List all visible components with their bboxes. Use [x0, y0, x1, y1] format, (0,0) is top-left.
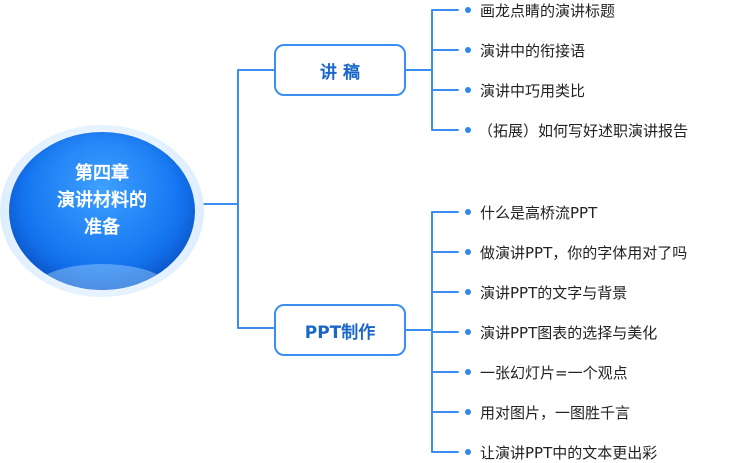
leaf-item[interactable]: 演讲中的衔接语 [480, 42, 586, 60]
leaf-item[interactable]: （拓展）如何写好述职演讲报告 [478, 122, 689, 140]
branch-label: 讲 稿 [320, 62, 360, 83]
branch-label: PPT制作 [304, 322, 376, 343]
root-connector [203, 69, 275, 329]
root-glow [29, 264, 175, 290]
leaf-item[interactable]: 一张幻灯片=一个观点 [480, 364, 628, 382]
leaf-item[interactable]: 演讲PPT图表的选择与美化 [480, 324, 658, 342]
branch-node-ppt[interactable]: PPT制作 [274, 304, 406, 356]
leaf-item[interactable]: 什么是高桥流PPT [480, 204, 598, 222]
root-title-line: 第四章 [75, 163, 129, 184]
bullet-dot-icon [465, 209, 471, 215]
branch-node-jianggao[interactable]: 讲 稿 [274, 44, 406, 96]
root-title-line: 演讲材料的 [57, 190, 147, 211]
bullet-dot-icon [465, 369, 471, 375]
bullet-dot-icon [465, 7, 471, 13]
branch-1-connector [405, 9, 459, 131]
root-title-line: 准备 [84, 217, 120, 238]
leaf-item[interactable]: 让演讲PPT中的文本更出彩 [480, 444, 658, 462]
leaf-item[interactable]: 演讲中巧用类比 [480, 82, 586, 100]
bullet-dot-icon [465, 87, 471, 93]
root-title: 第四章 演讲材料的 准备 [9, 160, 195, 241]
leaf-item[interactable]: 画龙点睛的演讲标题 [480, 2, 616, 20]
root-node[interactable]: 第四章 演讲材料的 准备 [9, 132, 195, 290]
bullet-dot-icon [465, 249, 471, 255]
leaf-item[interactable]: 演讲PPT的文字与背景 [480, 284, 628, 302]
leaf-item[interactable]: 做演讲PPT，你的字体用对了吗 [480, 244, 688, 262]
branch-2-connector [405, 211, 459, 453]
leaf-item[interactable]: 用对图片，一图胜千言 [480, 404, 631, 422]
bullet-dot-icon [465, 449, 471, 455]
bullet-dot-icon [465, 127, 471, 133]
bullet-dot-icon [465, 409, 471, 415]
bullet-dot-icon [465, 289, 471, 295]
bullet-dot-icon [465, 47, 471, 53]
bullet-dot-icon [465, 329, 471, 335]
